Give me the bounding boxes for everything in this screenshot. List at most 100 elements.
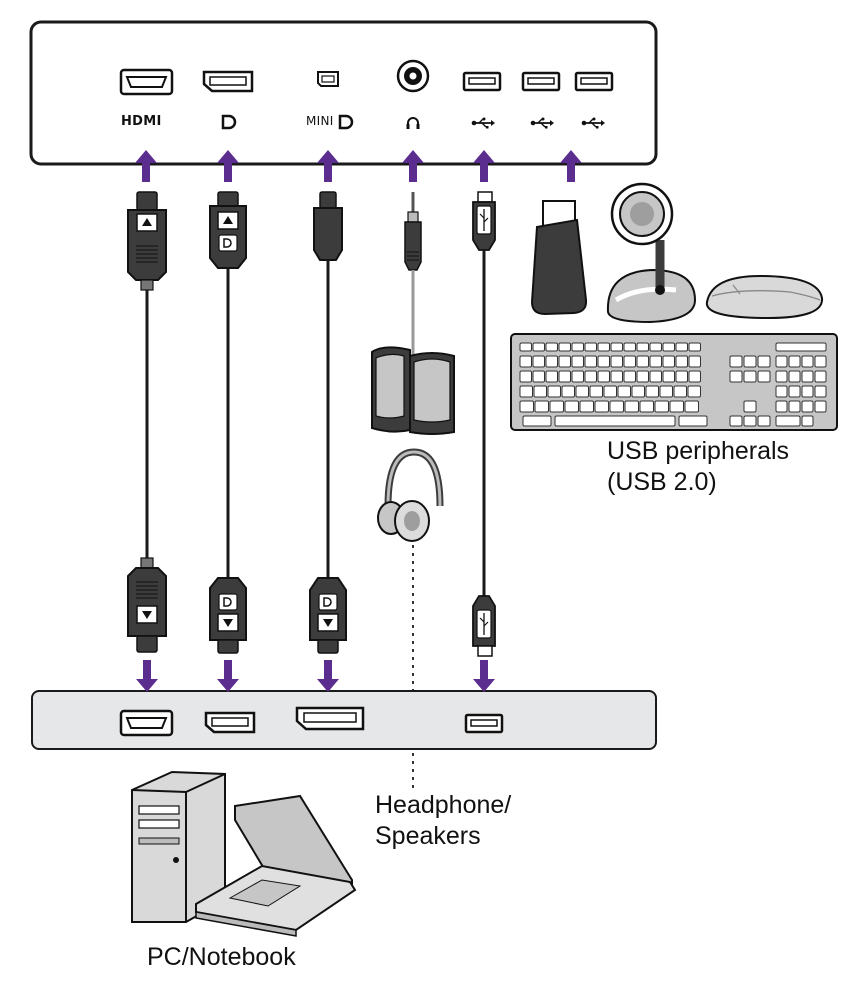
monitor-hdmi-port <box>119 68 174 96</box>
keyboard-key <box>775 370 788 383</box>
keyboard-key <box>549 400 564 413</box>
hdmi-cable <box>127 191 167 653</box>
headphone-speakers-line2: Speakers <box>375 822 481 850</box>
keyboard-key <box>603 385 617 398</box>
keyboard-key <box>775 355 788 368</box>
keyboard-key <box>775 342 827 352</box>
keyboard-key <box>814 400 827 413</box>
keyboard-key <box>610 355 623 368</box>
keyboard-key <box>575 385 589 398</box>
keyboard-key <box>571 355 584 368</box>
keyboard-key <box>814 355 827 368</box>
displayport-cable <box>209 191 247 654</box>
keyboard-key <box>669 400 684 413</box>
keyboard-key <box>675 355 688 368</box>
keyboard-key <box>519 370 532 383</box>
keyboard-key <box>522 415 552 427</box>
usb-peripherals-line1: USB peripherals <box>607 437 790 465</box>
monitor-usb-port-2 <box>521 71 561 92</box>
keyboard-key <box>597 370 610 383</box>
keyboard-key <box>547 385 561 398</box>
keyboard-key <box>564 400 579 413</box>
keyboard-key <box>558 342 571 352</box>
keyboard-key <box>533 385 547 398</box>
usb-trident-icon <box>581 117 605 129</box>
keyboard-key <box>534 400 549 413</box>
keyboard-key <box>623 355 636 368</box>
keyboard-key <box>729 355 743 368</box>
keyboard-key <box>649 355 662 368</box>
notebook <box>195 794 357 937</box>
headphone-speakers-label: Headphone/ Speakers <box>375 790 511 852</box>
keyboard-key <box>519 342 532 352</box>
headphone-icon <box>406 117 420 129</box>
keyboard-key <box>636 342 649 352</box>
keyboard-key <box>662 370 675 383</box>
keyboard-key <box>788 370 801 383</box>
pc-displayport-large-port <box>295 706 365 731</box>
keyboard-key <box>814 370 827 383</box>
keyboard-key <box>775 415 801 427</box>
keyboard-key <box>631 385 645 398</box>
keyboard-key <box>654 400 669 413</box>
keyboard-key <box>788 355 801 368</box>
keyboard-key <box>639 400 654 413</box>
keyboard-key <box>743 400 757 413</box>
arrow-down-mini-dp <box>317 660 339 692</box>
keyboard-key <box>532 370 545 383</box>
keyboard-key <box>743 370 757 383</box>
keyboard-key <box>729 415 743 427</box>
keyboard-key <box>597 355 610 368</box>
keyboard-key <box>678 415 708 427</box>
usb-cable <box>472 191 496 657</box>
keyboard-key <box>636 355 649 368</box>
arrow-down-hdmi <box>136 660 158 692</box>
webcam <box>606 182 697 324</box>
keyboard-key <box>757 355 771 368</box>
headphone-speakers-line1: Headphone/ <box>375 791 512 819</box>
keyboard-key <box>814 385 827 398</box>
keyboard-key <box>757 370 771 383</box>
keyboard-key <box>519 355 532 368</box>
keyboard-key <box>675 370 688 383</box>
pc-hdmi-port <box>119 709 174 737</box>
keyboard-key <box>662 355 675 368</box>
keyboard-key <box>623 342 636 352</box>
keyboard-key <box>801 355 814 368</box>
keyboard-key <box>610 370 623 383</box>
speakers <box>371 346 455 435</box>
audio-cable <box>404 192 422 360</box>
usb-peripherals-line2: (USB 2.0) <box>607 468 717 496</box>
pc-notebook-label: PC/Notebook <box>147 943 296 971</box>
keyboard-key <box>801 415 814 427</box>
keyboard-key <box>561 385 575 398</box>
keyboard-key <box>649 342 662 352</box>
keyboard-key <box>788 400 801 413</box>
monitor-usb-port-1 <box>462 71 502 92</box>
keyboard-key <box>688 355 701 368</box>
usb-trident-icon <box>530 117 554 129</box>
hdmi-port-label: HDMI <box>121 114 162 129</box>
keyboard-key <box>729 370 743 383</box>
keyboard-key <box>584 342 597 352</box>
monitor-headphone-jack <box>396 59 430 93</box>
keyboard-key <box>532 342 545 352</box>
keyboard-key <box>610 342 623 352</box>
keyboard-key <box>675 342 688 352</box>
keyboard-key <box>636 370 649 383</box>
arrow-down-usb <box>473 660 495 692</box>
mouse <box>705 274 824 320</box>
mini-displayport-cable <box>309 191 347 654</box>
monitor-mini-displayport-port <box>317 71 339 87</box>
keyboard-key <box>571 342 584 352</box>
keyboard-key <box>545 370 558 383</box>
keyboard-key <box>609 400 624 413</box>
usb-peripherals-label: USB peripherals (USB 2.0) <box>607 436 789 498</box>
keyboard-key <box>801 370 814 383</box>
keyboard-key <box>558 355 571 368</box>
keyboard-key <box>649 370 662 383</box>
pc-usb-port <box>464 713 504 734</box>
keyboard-key <box>743 415 757 427</box>
keyboard-key <box>801 400 814 413</box>
keyboard-key <box>757 415 771 427</box>
